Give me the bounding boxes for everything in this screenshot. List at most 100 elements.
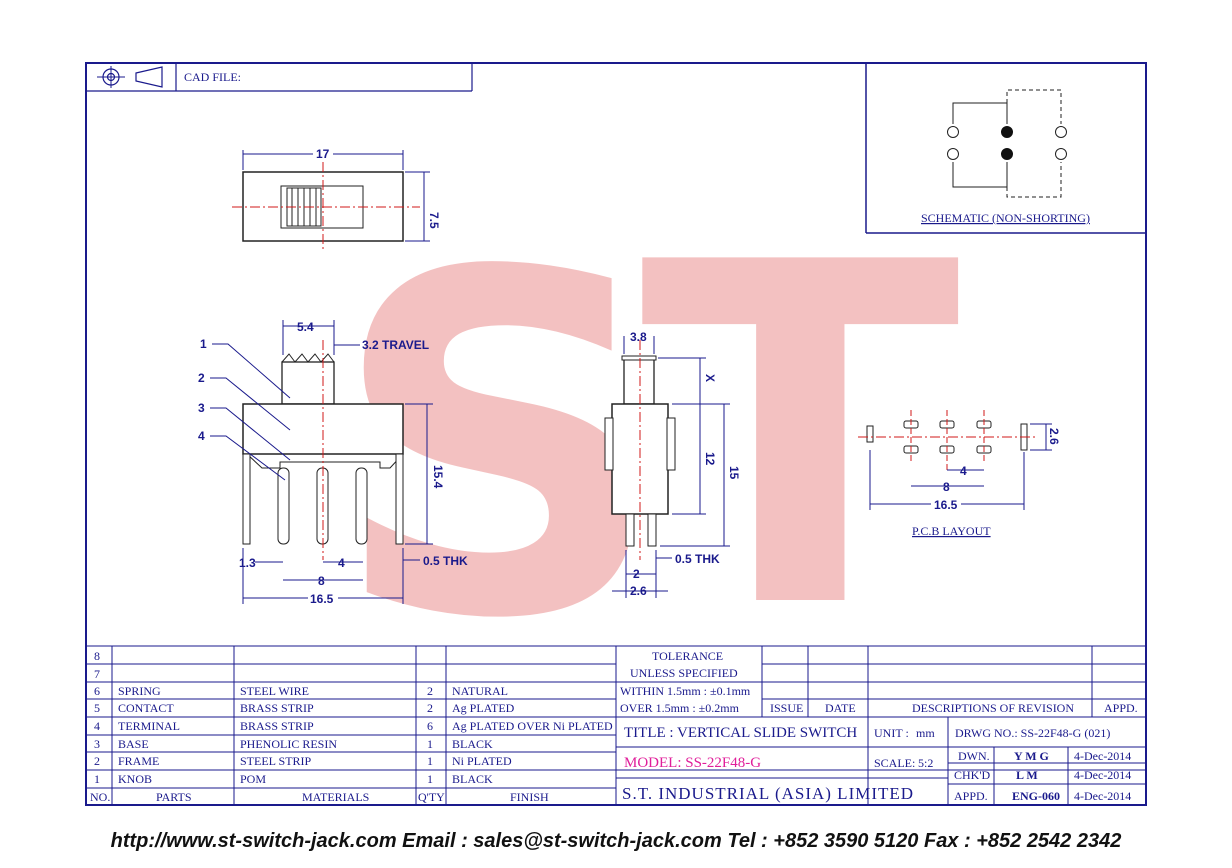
- dim-side-base: 2.6: [630, 584, 647, 598]
- revision-appd-header: APPD.: [1104, 701, 1138, 715]
- parts-header-material: MATERIALS: [302, 790, 369, 804]
- schematic-label: SCHEMATIC (NON-SHORTING): [921, 211, 1090, 225]
- dim-width: 7.5: [427, 212, 441, 229]
- unit-label: UNIT :: [874, 726, 909, 740]
- dim-body: 12: [703, 452, 717, 466]
- title-block-grid: [86, 645, 1146, 805]
- parts-row-material: STEEL WIRE: [240, 684, 309, 698]
- parts-header-part: PARTS: [156, 790, 192, 804]
- parts-row-material: BRASS STRIP: [240, 719, 314, 733]
- parts-row-no: 1: [94, 772, 100, 786]
- model-number: MODEL: SS-22F48-G: [624, 755, 761, 771]
- parts-row-finish: BLACK: [452, 737, 493, 751]
- parts-row-part: FRAME: [118, 754, 159, 768]
- top-view: 17 7.5: [232, 146, 441, 250]
- parts-row-material: POM: [240, 772, 266, 786]
- parts-row-finish: Ni PLATED: [452, 754, 512, 768]
- tolerance-line-1: TOLERANCE: [652, 649, 723, 663]
- parts-row-part: CONTACT: [118, 701, 174, 715]
- drawing-sheet: S T CAD FILE: SCHEMATIC (NON-SHORTING): [85, 62, 1147, 806]
- pcb-dim-width: 2.6: [1047, 428, 1061, 445]
- contact-footer: http://www.st-switch-jack.com Email : sa…: [110, 830, 1122, 852]
- parts-row-qty: 1: [427, 772, 433, 786]
- callout-4: 4: [198, 429, 205, 443]
- dim-total: 15: [727, 466, 741, 480]
- parts-header-finish: FINISH: [510, 790, 549, 804]
- parts-row-part: SPRING: [118, 684, 161, 698]
- pcb-layout: 2.6 4 8 16.5 P.C.B LAYOUT: [858, 410, 1061, 538]
- drawing-number: DRWG NO.: SS-22F48-G (021): [955, 726, 1110, 740]
- parts-header-qty: Q'TY: [418, 790, 445, 804]
- dim-side-knob: 3.8: [630, 330, 647, 344]
- parts-row-finish: NATURAL: [452, 684, 508, 698]
- dwn-value: Y M G: [1014, 749, 1049, 763]
- parts-row-qty: 2: [427, 701, 433, 715]
- dim-overall: 16.5: [310, 592, 334, 606]
- dwn-label: DWN.: [958, 749, 990, 763]
- unit-value: mm: [916, 726, 935, 740]
- appd-value: ENG-060: [1012, 789, 1060, 803]
- chkd-date: 4-Dec-2014: [1074, 768, 1131, 782]
- callout-1: 1: [200, 337, 207, 351]
- revision-desc-header: DESCRIPTIONS OF REVISION: [912, 701, 1074, 715]
- parts-row-material: BRASS STRIP: [240, 701, 314, 715]
- revision-date-header: DATE: [825, 701, 856, 715]
- callout-3: 3: [198, 401, 205, 415]
- drawing-title: TITLE : VERTICAL SLIDE SWITCH: [624, 725, 857, 741]
- parts-row-part: TERMINAL: [118, 719, 180, 733]
- scale-label: SCALE:: [874, 756, 915, 770]
- dim-thickness: 0.5 THK: [423, 554, 468, 568]
- cad-file-label: CAD FILE:: [184, 70, 241, 84]
- parts-row-qty: 1: [427, 737, 433, 751]
- parts-row-no: 2: [94, 754, 100, 768]
- dim-x: X: [703, 374, 717, 382]
- cad-header: CAD FILE:: [86, 63, 473, 92]
- parts-row-no: 4: [94, 719, 100, 733]
- parts-header-no: NO.: [90, 790, 110, 804]
- dim-pin-width: 1.3: [239, 556, 256, 570]
- chkd-value: L M: [1016, 768, 1038, 782]
- company-name: S.T. INDUSTRIAL (ASIA) LIMITED: [622, 784, 914, 803]
- dim-span: 8: [318, 574, 325, 588]
- title-block: TITLE : VERTICAL SLIDE SWITCH UNIT : mm …: [622, 725, 1131, 803]
- parts-row-no: 3: [94, 737, 100, 751]
- dim-travel: 3.2 TRAVEL: [362, 338, 429, 352]
- tolerance-line-4: OVER 1.5mm : ±0.2mm: [620, 701, 740, 715]
- pcb-dim-span: 8: [943, 480, 950, 494]
- dim-side-thk: 0.5 THK: [675, 552, 720, 566]
- pcb-label: P.C.B LAYOUT: [912, 524, 991, 538]
- cone-symbol-icon: [135, 66, 163, 88]
- parts-row-no: 5: [94, 701, 100, 715]
- schematic-diagram: SCHEMATIC (NON-SHORTING): [865, 63, 1146, 234]
- parts-row-part: BASE: [118, 737, 149, 751]
- tolerance-line-2: UNLESS SPECIFIED: [630, 666, 738, 680]
- front-view: 5.4 3.2 TRAVEL 15.4 16.5 8 4 1.3 0.5 THK…: [198, 320, 468, 606]
- parts-row-material: PHENOLIC RESIN: [240, 737, 337, 751]
- parts-row-finish: Ag PLATED: [452, 701, 515, 715]
- pcb-dim-overall: 16.5: [934, 498, 958, 512]
- parts-row-part: KNOB: [118, 772, 152, 786]
- parts-row-qty: 1: [427, 754, 433, 768]
- dim-height: 15.4: [431, 465, 445, 489]
- parts-row-finish: BLACK: [452, 772, 493, 786]
- parts-row-no: 6: [94, 684, 100, 698]
- dim-side-pin: 2: [633, 567, 640, 581]
- parts-row-no: 8: [94, 649, 100, 663]
- parts-row-material: STEEL STRIP: [240, 754, 312, 768]
- parts-row-qty: 2: [427, 684, 433, 698]
- appd-label: APPD.: [954, 789, 988, 803]
- svg-text:T: T: [640, 164, 963, 711]
- scale-value: 5:2: [918, 756, 933, 770]
- dim-length: 17: [316, 147, 330, 161]
- dim-knob: 5.4: [297, 320, 314, 334]
- tolerance-block: TOLERANCE UNLESS SPECIFIED WITHIN 1.5mm …: [620, 649, 1138, 715]
- side-view: 3.8 X 12 15 0.5 THK 2 2.6: [604, 330, 741, 598]
- pcb-dim-pitch: 4: [960, 464, 967, 478]
- revision-issue-header: ISSUE: [770, 701, 803, 715]
- chkd-label: CHK'D: [954, 768, 990, 782]
- dwn-date: 4-Dec-2014: [1074, 749, 1131, 763]
- tolerance-line-3: WITHIN 1.5mm : ±0.1mm: [620, 684, 751, 698]
- parts-row-no: 7: [94, 667, 100, 681]
- parts-row-finish: Ag PLATED OVER Ni PLATED: [452, 719, 613, 733]
- parts-row-qty: 6: [427, 719, 433, 733]
